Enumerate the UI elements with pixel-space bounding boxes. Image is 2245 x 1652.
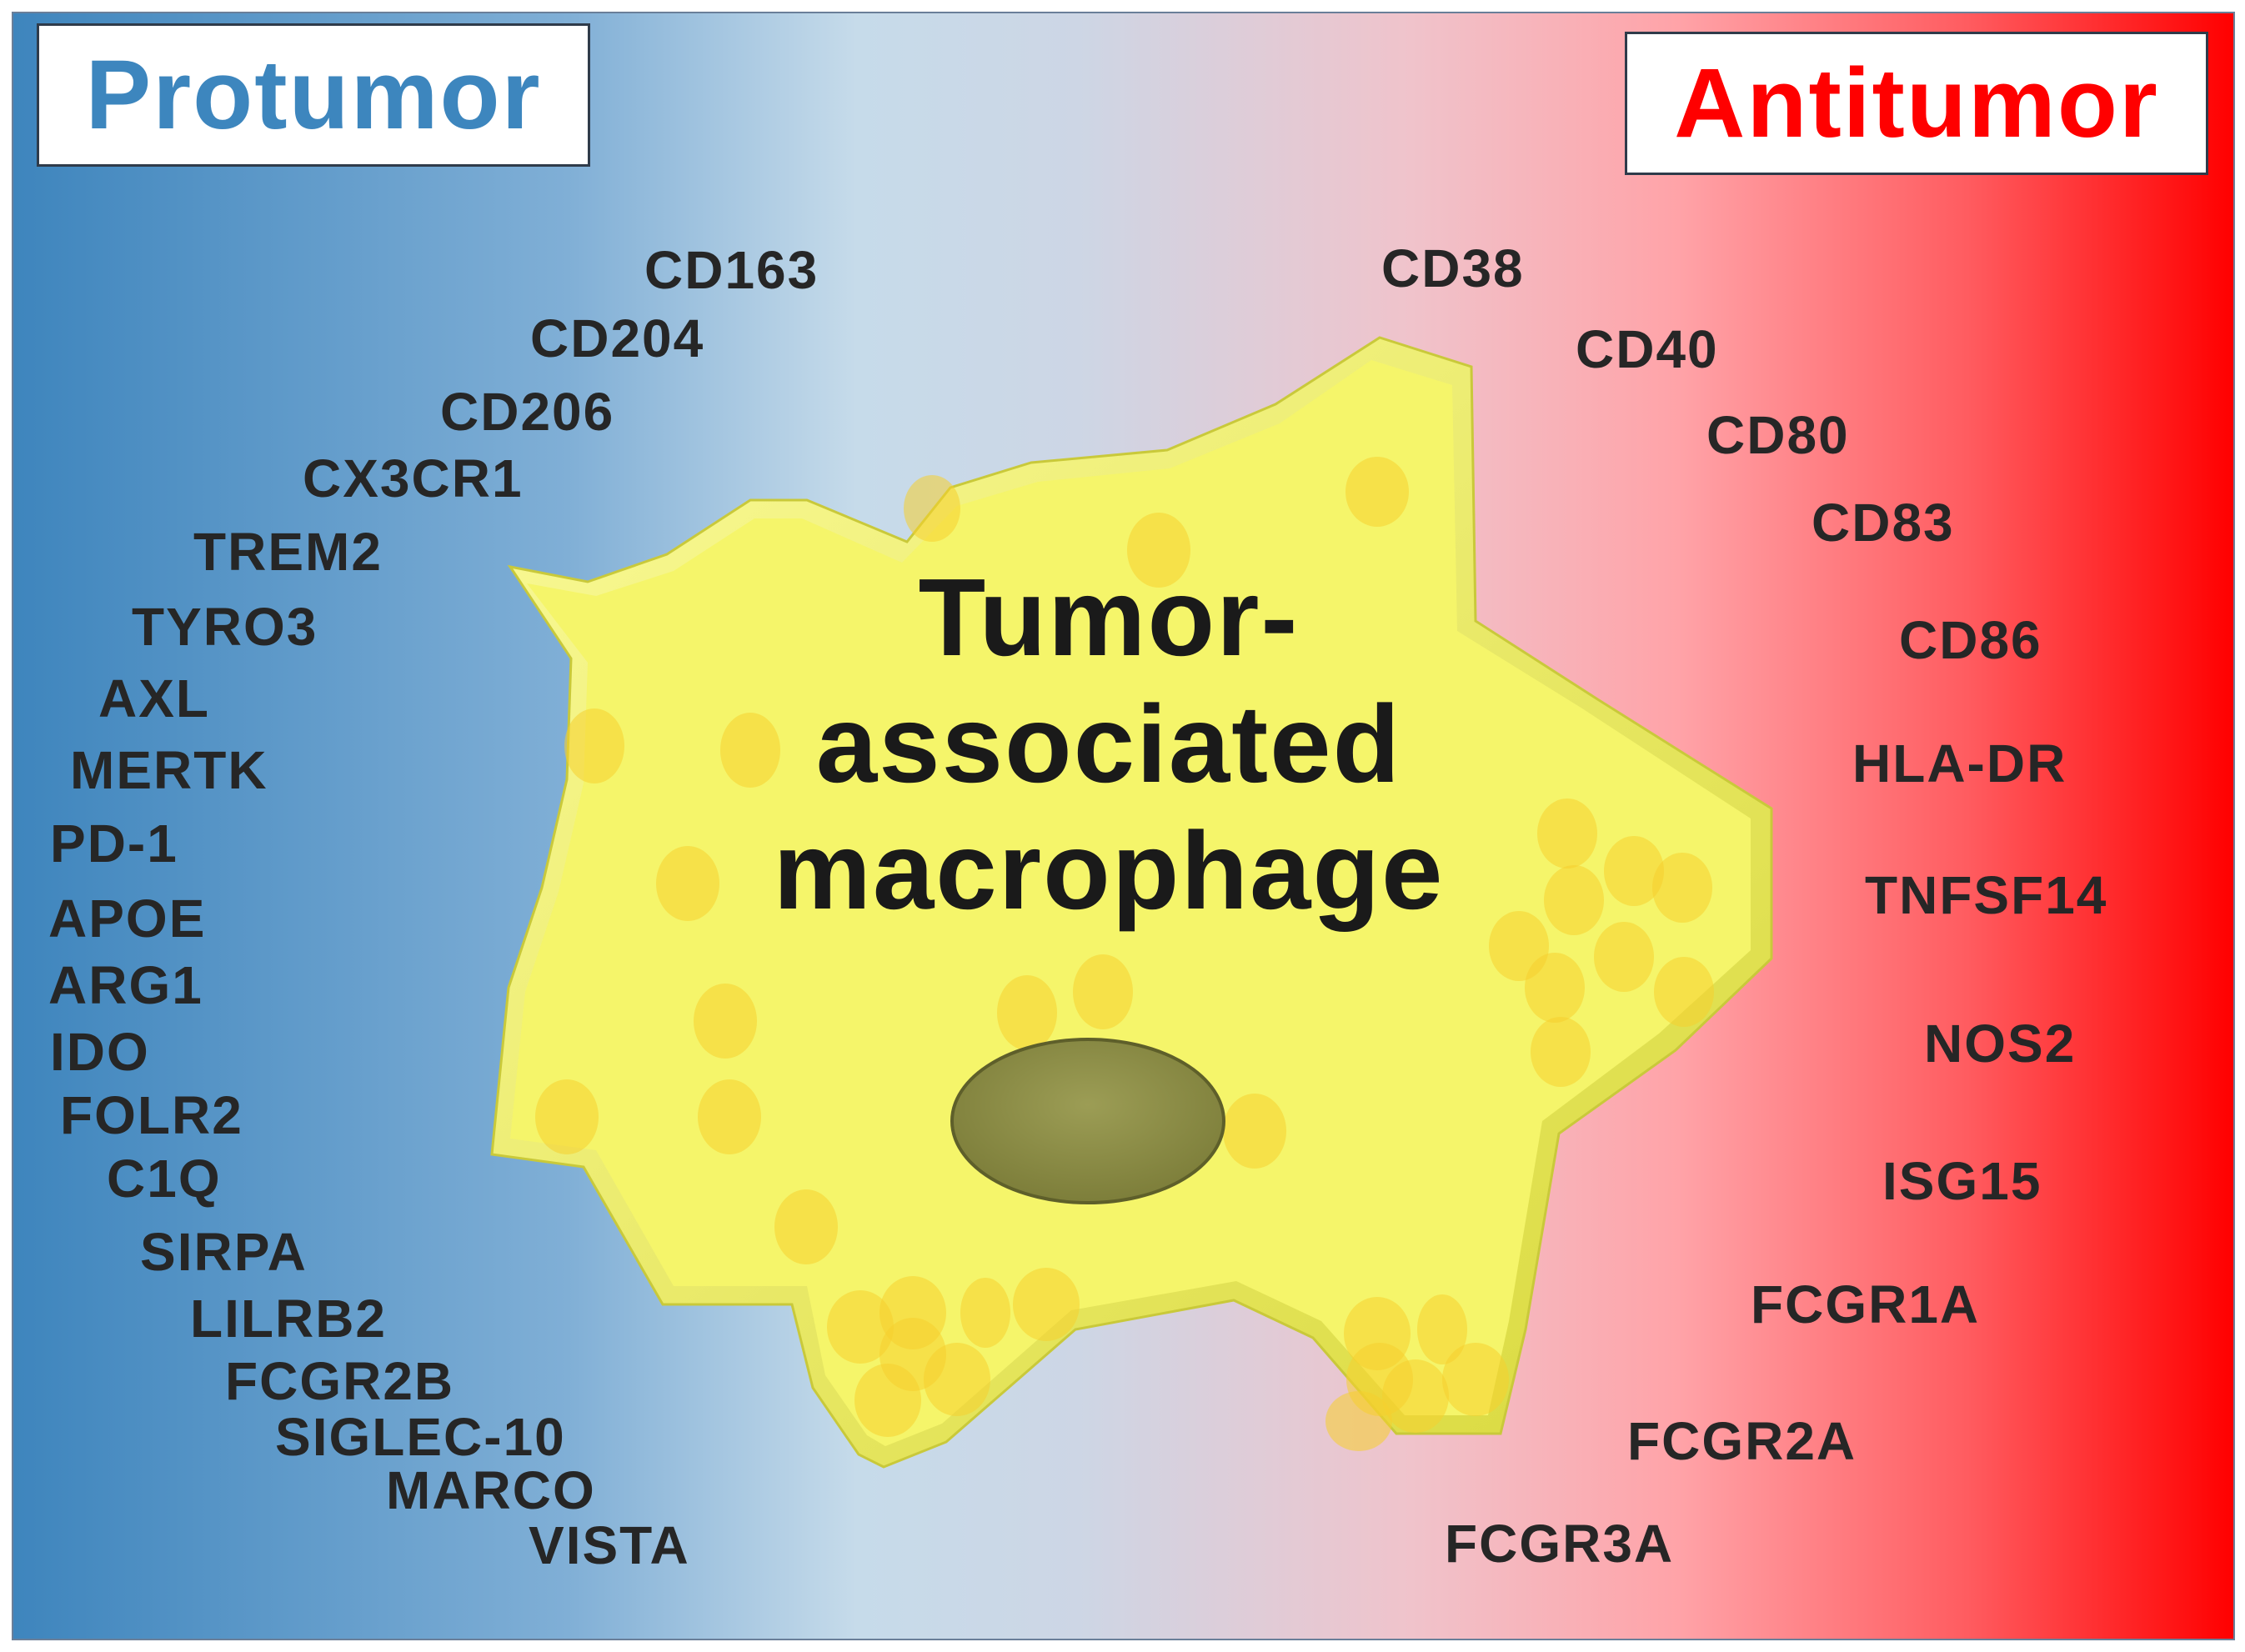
protumor-marker: APOE (48, 889, 207, 949)
cell-nucleus (950, 1038, 1225, 1204)
antitumor-marker: CD40 (1576, 319, 1719, 379)
protumor-marker: ARG1 (48, 955, 203, 1015)
protumor-marker: FOLR2 (60, 1085, 243, 1145)
antitumor-marker: CD86 (1899, 610, 2042, 670)
protumor-marker: MARCO (386, 1460, 596, 1520)
cell-label-line-1: Tumor- (918, 556, 1300, 678)
antitumor-marker: TNFSF14 (1865, 865, 2108, 925)
antitumor-marker: ISG15 (1882, 1151, 2042, 1211)
protumor-marker: LILRB2 (190, 1289, 387, 1349)
protumor-marker: CD206 (440, 382, 615, 442)
protumor-marker: C1Q (107, 1149, 222, 1209)
antitumor-marker: FCGR2A (1627, 1411, 1857, 1471)
protumor-marker: VISTA (529, 1515, 690, 1575)
protumor-marker: MERTK (70, 740, 268, 800)
protumor-marker: CX3CR1 (303, 448, 524, 508)
antitumor-marker: CD80 (1706, 405, 1850, 465)
antitumor-marker: FCGR3A (1445, 1514, 1675, 1574)
protumor-marker: AXL (98, 668, 210, 728)
protumor-marker: CD163 (644, 240, 819, 300)
antitumor-marker: CD83 (1812, 493, 1955, 553)
antitumor-title: Antitumor (1674, 48, 2159, 158)
antitumor-marker: FCGR1A (1751, 1274, 1981, 1334)
protumor-marker: TYRO3 (132, 597, 318, 657)
antitumor-marker: HLA-DR (1852, 733, 2067, 793)
protumor-marker: SIGLEC-10 (275, 1407, 566, 1467)
antitumor-marker: NOS2 (1924, 1014, 2077, 1074)
protumor-marker: PD-1 (50, 813, 178, 874)
protumor-title: Protumor (85, 40, 542, 150)
cell-label: Tumor- associated macrophage (734, 554, 1484, 934)
protumor-marker: TREM2 (193, 522, 383, 582)
protumor-label-box: Protumor (37, 23, 590, 167)
cell-body (510, 360, 1751, 1446)
protumor-marker: CD204 (530, 308, 705, 368)
protumor-marker: FCGR2B (225, 1351, 455, 1411)
antitumor-marker: CD38 (1381, 238, 1525, 298)
cell-label-line-3: macrophage (773, 808, 1445, 932)
cell-label-line-2: associated (815, 682, 1402, 805)
protumor-marker: IDO (50, 1022, 150, 1082)
protumor-marker: SIRPA (140, 1222, 308, 1282)
antitumor-label-box: Antitumor (1625, 32, 2208, 175)
cell-vesicles (535, 457, 1714, 1451)
